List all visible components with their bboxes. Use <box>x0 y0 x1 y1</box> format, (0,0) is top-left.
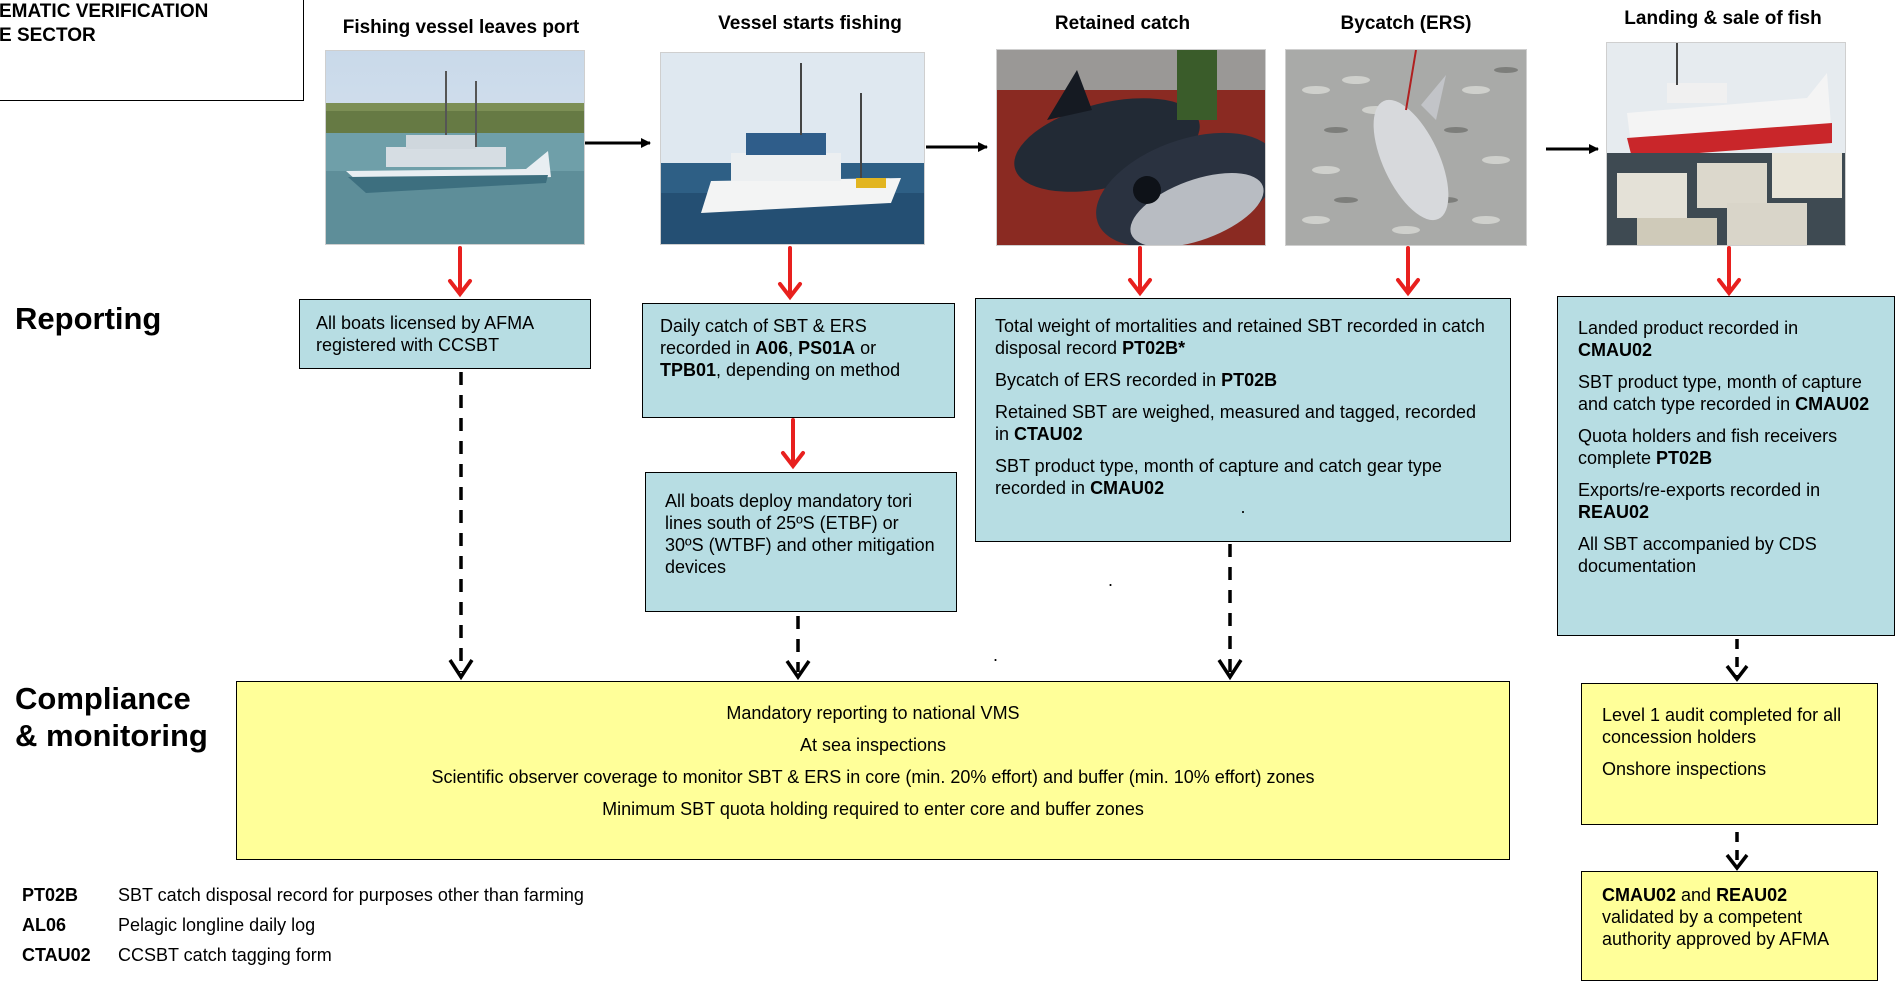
form-code-a06: A06 <box>755 338 789 358</box>
landed-line-3: Quota holders and fish receivers complet… <box>1578 426 1838 468</box>
compliance-monitoring-box: Mandatory reporting to national VMS At s… <box>236 681 1510 860</box>
legend-row-al06: AL06 Pelagic longline daily log <box>22 914 315 936</box>
stage-landing-heading: Landing & sale of fish <box>1624 8 1822 29</box>
retained-line-2: Bycatch of ERS recorded in PT02B <box>995 370 1278 390</box>
stray-dot-2: . <box>993 645 999 665</box>
bycatch-photo <box>1285 49 1527 246</box>
stage-retained-catch-heading: Retained catch <box>1054 13 1191 34</box>
red-arrow-4 <box>1396 246 1420 297</box>
form-code-reau02: REAU02 <box>1716 885 1788 905</box>
landing-sale-photo <box>1606 42 1846 246</box>
red-arrow-1 <box>448 246 472 298</box>
compliance-line-1: Mandatory reporting to national VMS <box>726 703 1020 723</box>
legend-row-pt02b: PT02B SBT catch disposal record for purpo… <box>22 884 584 906</box>
tori-lines-box: All boats deploy mandatory tori lines so… <box>645 472 957 612</box>
validation-box: CMAU02 and REAU02 validated by a compete… <box>1581 871 1878 981</box>
reporting-row-label: Reporting <box>15 301 162 336</box>
legend-code: PT02B <box>22 885 79 905</box>
retained-dot: . <box>1240 497 1246 517</box>
retained-line-3: Retained SBT are weighed, measured and t… <box>995 402 1476 444</box>
landed-line-1: Landed product recorded in CMAU02 <box>1578 318 1799 360</box>
stray-dot-1: . <box>1108 570 1114 590</box>
red-arrow-6 <box>781 418 805 470</box>
retained-catch-box: Total weight of mortalities and retained… <box>975 298 1511 542</box>
legend-desc: SBT catch disposal record for purposes o… <box>118 885 584 905</box>
retained-line-1: Total weight of mortalities and retained… <box>995 316 1485 358</box>
vessel-fishing-photo <box>660 52 925 245</box>
dashed-arrows <box>448 372 1749 871</box>
compliance-line-2: At sea inspections <box>799 735 947 755</box>
form-code-ps01a: PS01A <box>798 338 856 358</box>
form-code-tpb01: TPB01 <box>660 360 717 380</box>
red-arrows <box>448 246 1741 470</box>
landed-line-5: All SBT accompanied by CDS documentation <box>1578 534 1817 576</box>
form-code-cmau02: CMAU02 <box>1602 885 1677 905</box>
title-box: EMATIC VERIFICATION E SECTOR <box>0 0 304 101</box>
legend-row-ctau02: CTAU02 CCSBT catch tagging form <box>22 944 332 966</box>
audit-line-2: Onshore inspections <box>1602 759 1767 779</box>
legend-code: AL06 <box>22 915 67 935</box>
audit-line-1: Level 1 audit completed for all concessi… <box>1602 705 1842 747</box>
red-arrow-3 <box>1128 246 1152 297</box>
landed-product-box: Landed product recorded in CMAU02 SBT pr… <box>1557 296 1895 636</box>
stage-leave-port-heading: Fishing vessel leaves port <box>342 17 580 38</box>
dashed-arrow-2 <box>785 616 811 681</box>
compliance-line-4: Minimum SBT quota holding required to en… <box>602 799 1144 819</box>
licensed-boats-text: All boats licensed by AFMA registered wi… <box>316 313 534 355</box>
red-arrow-5 <box>1717 246 1741 297</box>
flow-arrows <box>585 138 1599 154</box>
stage-bycatch-heading: Bycatch (ERS) <box>1340 13 1472 34</box>
title-line-2: E SECTOR <box>0 25 96 46</box>
retained-catch-photo <box>996 49 1266 246</box>
legend-desc: Pelagic longline daily log <box>118 915 316 935</box>
dashed-arrow-5 <box>1725 832 1749 871</box>
stage-start-fishing-heading: Vessel starts fishing <box>718 13 902 34</box>
audit-box: Level 1 audit completed for all concessi… <box>1581 683 1878 825</box>
landed-line-4: Exports/re-exports recorded in REAU02 <box>1578 480 1821 522</box>
red-arrow-2 <box>778 246 802 301</box>
dashed-arrow-3 <box>1217 544 1243 681</box>
retained-line-4: SBT product type, month of capture and c… <box>995 456 1442 498</box>
vessel-leaving-port-photo <box>325 50 585 245</box>
dashed-arrow-1 <box>448 372 474 681</box>
dashed-arrow-4 <box>1725 639 1749 682</box>
legend-code: CTAU02 <box>22 945 91 965</box>
legend-desc: CCSBT catch tagging form <box>118 945 332 965</box>
licensed-boats-box: All boats licensed by AFMA registered wi… <box>299 299 591 369</box>
title-line-1: EMATIC VERIFICATION <box>0 1 209 22</box>
compliance-row-label-line-2: & monitoring <box>15 718 208 753</box>
daily-catch-box: Daily catch of SBT & ERS recorded in A06… <box>642 303 955 418</box>
compliance-row-label-line-1: Compliance <box>15 681 191 716</box>
compliance-line-3: Scientific observer coverage to monitor … <box>431 767 1315 787</box>
tori-lines-text: All boats deploy mandatory tori lines so… <box>665 491 935 577</box>
landed-line-2: SBT product type, month of capture and c… <box>1578 372 1870 414</box>
